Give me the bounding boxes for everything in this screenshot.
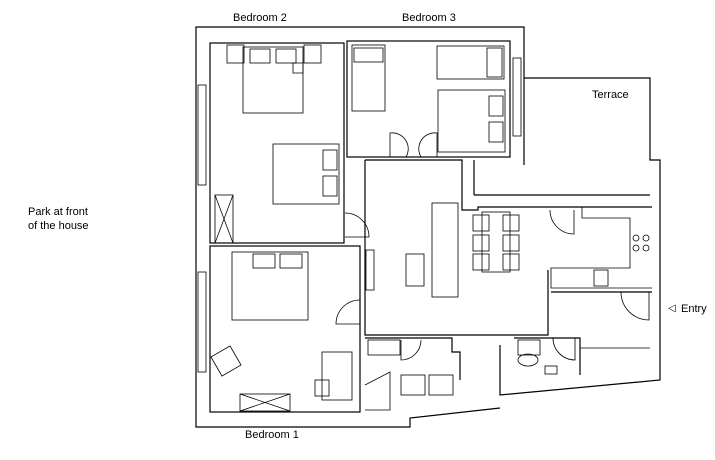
label-terrace: Terrace (592, 89, 629, 101)
window (197, 271, 207, 373)
bedroom-3-room (346, 40, 522, 158)
label-entry: Entry (681, 303, 707, 315)
dining-table (481, 211, 511, 273)
sink (400, 374, 426, 396)
single-bed (436, 45, 505, 80)
door (344, 212, 370, 238)
sofa (431, 202, 459, 298)
bathroom-2 (514, 337, 581, 375)
bedroom-2-room (197, 42, 345, 244)
entry-hall (551, 291, 652, 349)
door (400, 339, 422, 361)
armchair (210, 345, 242, 377)
sink (593, 269, 609, 287)
wardrobe (239, 393, 291, 412)
window (365, 249, 375, 291)
triangle-left-icon: ◁ (668, 303, 676, 314)
double-bed (437, 89, 506, 153)
label-park-line2: of the house (28, 220, 89, 232)
sink (428, 374, 454, 396)
bedroom-1-room (197, 245, 361, 413)
door (549, 209, 575, 235)
label-park-line1: Park at front (28, 206, 88, 218)
single-bed (351, 44, 386, 112)
entry-door (620, 291, 650, 321)
label-bedroom-3: Bedroom 3 (402, 12, 456, 24)
coffee-table (405, 253, 425, 287)
label-bedroom-1: Bedroom 1 (245, 429, 299, 441)
living-room (344, 159, 652, 336)
window (197, 84, 207, 186)
double-door (389, 132, 438, 158)
desk (321, 351, 353, 401)
outer-walls (195, 26, 661, 428)
door (335, 299, 361, 325)
double-bed (272, 143, 340, 205)
door (552, 337, 576, 361)
toilet (517, 353, 539, 367)
basin (544, 365, 558, 375)
bathroom-1 (364, 337, 461, 411)
kitchen (550, 207, 652, 289)
label-bedroom-2: Bedroom 2 (233, 12, 287, 24)
cistern (517, 339, 541, 356)
wardrobe (214, 194, 234, 244)
double-bed (242, 46, 304, 114)
double-bed (231, 251, 309, 321)
window (512, 57, 522, 137)
